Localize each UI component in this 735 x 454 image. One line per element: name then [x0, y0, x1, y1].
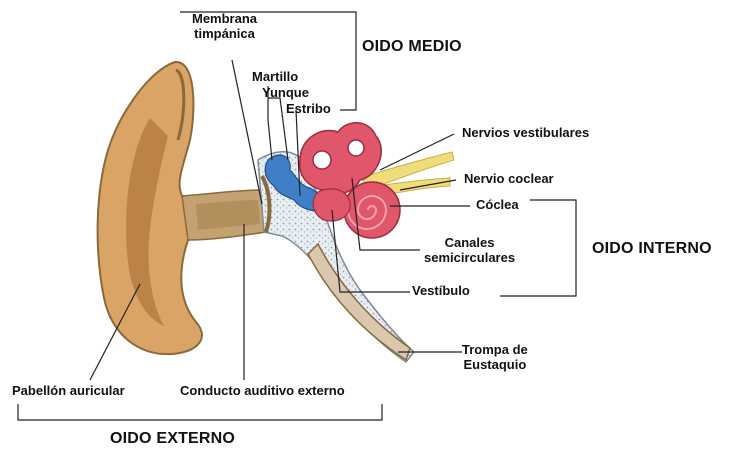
label-nervios-vestibulares: Nervios vestibulares [462, 126, 589, 141]
label-yunque: Yunque [262, 86, 309, 101]
label-membrana-line2: timpánica [192, 27, 257, 42]
label-membrana-timpanica: Membrana timpánica [192, 12, 257, 42]
label-trompa-line1: Trompa de [462, 343, 528, 358]
cochlea-shape [344, 182, 400, 238]
label-trompa-line2: Eustaquio [462, 358, 528, 373]
label-pabellon-auricular: Pabellón auricular [12, 384, 125, 399]
section-oido-medio: OIDO MEDIO [362, 38, 462, 56]
label-coclea: Cóclea [476, 198, 519, 213]
label-nervio-coclear: Nervio coclear [464, 172, 554, 187]
canal-loop-1 [313, 151, 331, 169]
label-canales-semicirculares: Canales semicirculares [424, 236, 515, 266]
label-vestibulo: Vestíbulo [412, 284, 470, 299]
label-canales-line1: Canales [424, 236, 515, 251]
label-trompa-eustaquio: Trompa de Eustaquio [462, 343, 528, 373]
canal-loop-2 [348, 140, 364, 156]
label-martillo: Martillo [252, 70, 298, 85]
bracket-oido-externo [18, 404, 382, 420]
label-conducto-auditivo: Conducto auditivo externo [180, 384, 345, 399]
label-canales-line2: semicirculares [424, 251, 515, 266]
label-membrana-line1: Membrana [192, 12, 257, 27]
vestibule-shape [313, 189, 350, 221]
label-estribo: Estribo [286, 102, 331, 117]
section-oido-externo: OIDO EXTERNO [110, 430, 235, 448]
section-oido-interno: OIDO INTERNO [592, 240, 712, 258]
